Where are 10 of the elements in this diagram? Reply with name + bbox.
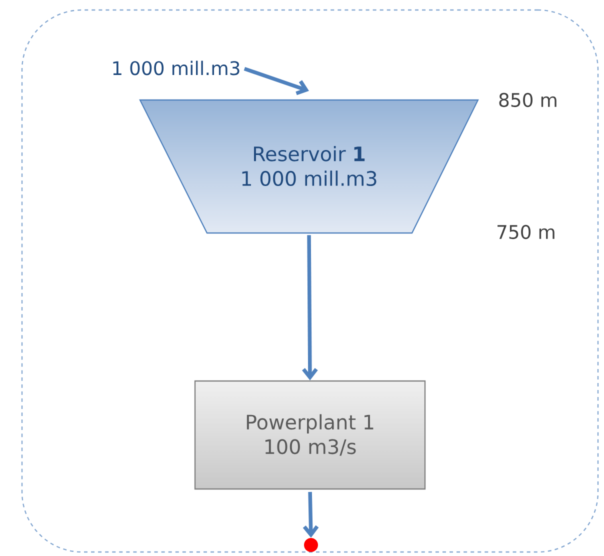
arrow	[244, 66, 309, 96]
arrow	[302, 492, 319, 538]
elevation-label: 750 m	[498, 224, 554, 240]
outlet-dot	[304, 538, 318, 552]
reservoir-trapezoid: Reservoir 1 1 000 mill.m3	[139, 99, 479, 234]
elevation-label: 850 m	[499, 92, 556, 108]
arrow	[302, 235, 318, 380]
inflow-label: 1 000 mill.m3	[113, 60, 240, 76]
boundary-outline	[21, 9, 599, 553]
powerplant-box: Powerplant 1 100 m3/s	[194, 380, 426, 490]
